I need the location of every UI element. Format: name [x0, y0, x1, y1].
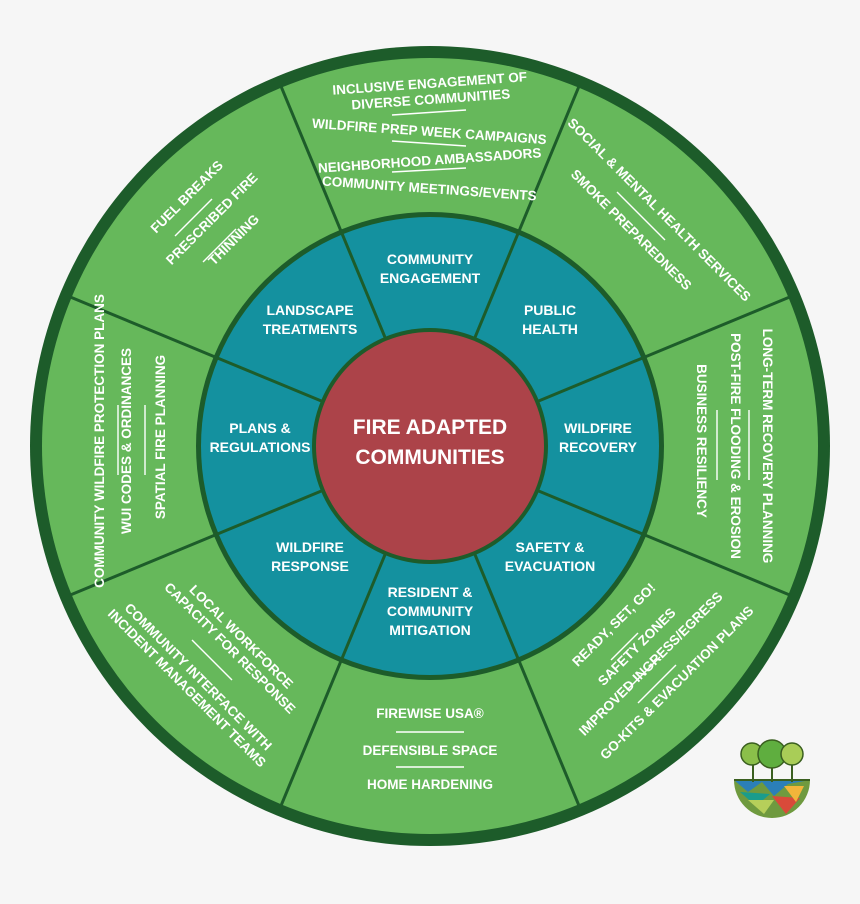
outer-item: WUI CODES & ORDINANCES [119, 348, 134, 534]
item-separator [202, 228, 237, 263]
segment-label-wildfire-response: WILDFIRE RESPONSE [271, 539, 349, 574]
segment-divider [534, 356, 644, 404]
segment-divider [472, 550, 520, 660]
segment-label-line: PLANS & [229, 420, 290, 436]
segment-divider [216, 356, 326, 404]
segment-label-line: RESIDENT & [388, 584, 473, 600]
center-title-line-2: COMMUNITIES [355, 446, 504, 469]
segment-label-line: COMMUNITY [387, 603, 474, 619]
segment-label-line: SAFETY & [516, 539, 585, 555]
item-separator [391, 167, 467, 173]
segment-label-line: TREATMENTS [263, 321, 358, 337]
outer-item: SPATIAL FIRE PLANNING [153, 355, 168, 519]
segment-label-safety-evacuation: SAFETY & EVACUATION [505, 539, 595, 574]
item-separator [174, 198, 213, 237]
outer-item: FIREWISE USA® [376, 706, 484, 721]
center-circle [316, 332, 544, 560]
outer-item: COMMUNITY WILDFIRE PROTECTION PLANS [92, 294, 107, 588]
segment-divider [340, 232, 388, 342]
outer-item: HOME HARDENING [367, 777, 493, 792]
segment-label-line: WILDFIRE [564, 420, 632, 436]
outer-item: POST-FIRE FLOODING & EROSION [728, 333, 743, 559]
segment-label-resident-community-mitigation: RESIDENT & COMMUNITY MITIGATION [387, 584, 474, 638]
segment-label-line: RECOVERY [559, 439, 638, 455]
segment-label-line: COMMUNITY [387, 251, 474, 267]
segment-label-line: HEALTH [522, 321, 578, 337]
segment-label-line: EVACUATION [505, 558, 595, 574]
outer-items-resident-community-mitigation: FIREWISE USA® DEFENSIBLE SPACE HOME HARD… [363, 706, 498, 792]
segment-label-plans-regulations: PLANS & REGULATIONS [210, 420, 311, 455]
segment-label-public-health: PUBLIC HEALTH [522, 302, 578, 337]
segment-divider [340, 550, 388, 660]
segment-label-line: PUBLIC [524, 302, 576, 318]
item-separator [637, 664, 677, 704]
outer-item: LONG-TERM RECOVERY PLANNING [760, 329, 775, 564]
segment-divider [534, 488, 644, 536]
outer-ring-dividers [69, 85, 791, 807]
segment-label-line: ENGAGEMENT [380, 270, 481, 286]
item-separator [391, 140, 467, 147]
outer-items-plans-regulations: COMMUNITY WILDFIRE PROTECTION PLANS WUI … [92, 294, 168, 588]
segment-divider [516, 656, 581, 807]
segment-label-line: REGULATIONS [210, 439, 311, 455]
segment-divider [640, 295, 791, 360]
segment-label-community-engagement: COMMUNITY ENGAGEMENT [380, 251, 481, 286]
segment-divider [216, 488, 326, 536]
segment-divider [516, 85, 581, 236]
segment-label-landscape-treatments: LANDSCAPE TREATMENTS [263, 302, 358, 337]
item-separator [191, 639, 233, 681]
segment-label-line: MITIGATION [389, 622, 470, 638]
item-separator [626, 656, 661, 691]
segment-label-line: WILDFIRE [276, 539, 344, 555]
outer-items-wildfire-recovery: LONG-TERM RECOVERY PLANNING POST-FIRE FL… [694, 329, 775, 564]
segment-label-line: LANDSCAPE [266, 302, 353, 318]
segment-divider [69, 295, 220, 360]
segment-divider [279, 656, 344, 807]
segment-divider [279, 85, 344, 236]
segment-divider [640, 532, 791, 597]
item-separator [391, 109, 467, 116]
segment-divider [472, 232, 520, 342]
item-separator [616, 191, 666, 241]
center-title-line-1: FIRE ADAPTED [353, 416, 507, 439]
segment-label-line: RESPONSE [271, 558, 349, 574]
middle-ring-dividers [216, 232, 644, 660]
trees-landscape-logo-icon [734, 739, 810, 818]
outer-item: BUSINESS RESILIENCY [694, 364, 709, 518]
segment-divider [69, 532, 220, 597]
item-separator [610, 632, 639, 661]
outer-item: DEFENSIBLE SPACE [363, 743, 498, 758]
segment-label-wildfire-recovery: WILDFIRE RECOVERY [559, 420, 638, 455]
